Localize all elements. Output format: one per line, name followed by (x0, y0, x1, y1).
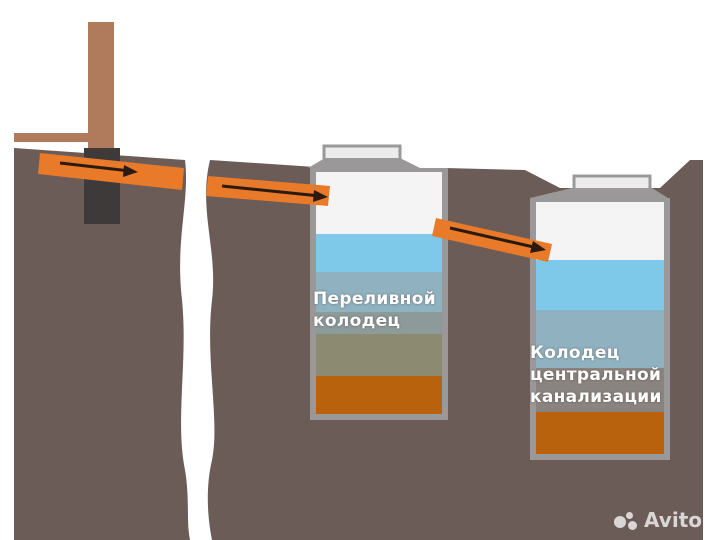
central-sewer-well-label: Колодец центральной канализации (530, 342, 662, 408)
overflow-well-air (316, 172, 442, 234)
central-well-air (536, 202, 664, 260)
central-well-label-line1: Колодец (530, 343, 620, 363)
avito-watermark-text: Avito (644, 508, 702, 532)
central-well-cone (530, 188, 668, 198)
avito-logo-icon (614, 510, 640, 530)
central-well-label-line2: центральной (530, 365, 662, 385)
overflow-well-lid (322, 144, 402, 162)
flow-arrow-2-shaft (221, 184, 321, 198)
overflow-well-water (316, 234, 442, 272)
central-well-sediment (536, 412, 664, 454)
flow-arrow-1-head (123, 165, 138, 177)
central-well-label-line3: канализации (530, 387, 662, 407)
drain-pipe-3 (432, 218, 552, 262)
overflow-well-layer3 (316, 312, 442, 334)
central-well-layer2 (536, 310, 664, 368)
central-well-layer3 (536, 368, 664, 412)
avito-watermark: Avito (614, 508, 702, 532)
overflow-well-cone (308, 158, 420, 168)
flow-arrow-2-head (313, 190, 328, 202)
vertical-riser-pipe (88, 22, 114, 150)
soil-left (14, 148, 190, 540)
overflow-well-label-line2: колодец (313, 311, 401, 331)
flow-arrow-3-head (530, 241, 546, 253)
overflow-well-layer2 (316, 272, 442, 312)
central-well-lid (572, 174, 652, 192)
overflow-well-label: Переливной колодец (313, 288, 436, 332)
overflow-well-sediment (316, 376, 442, 414)
flow-arrow-1-shaft (59, 161, 131, 173)
flow-arrow-3-shaft (449, 226, 539, 250)
overflow-well-label-line1: Переливной (313, 289, 436, 309)
ground-board (14, 133, 106, 142)
overflow-well-sludge (316, 334, 442, 376)
drain-pipe-1 (38, 153, 184, 190)
central-well-water (536, 260, 664, 310)
